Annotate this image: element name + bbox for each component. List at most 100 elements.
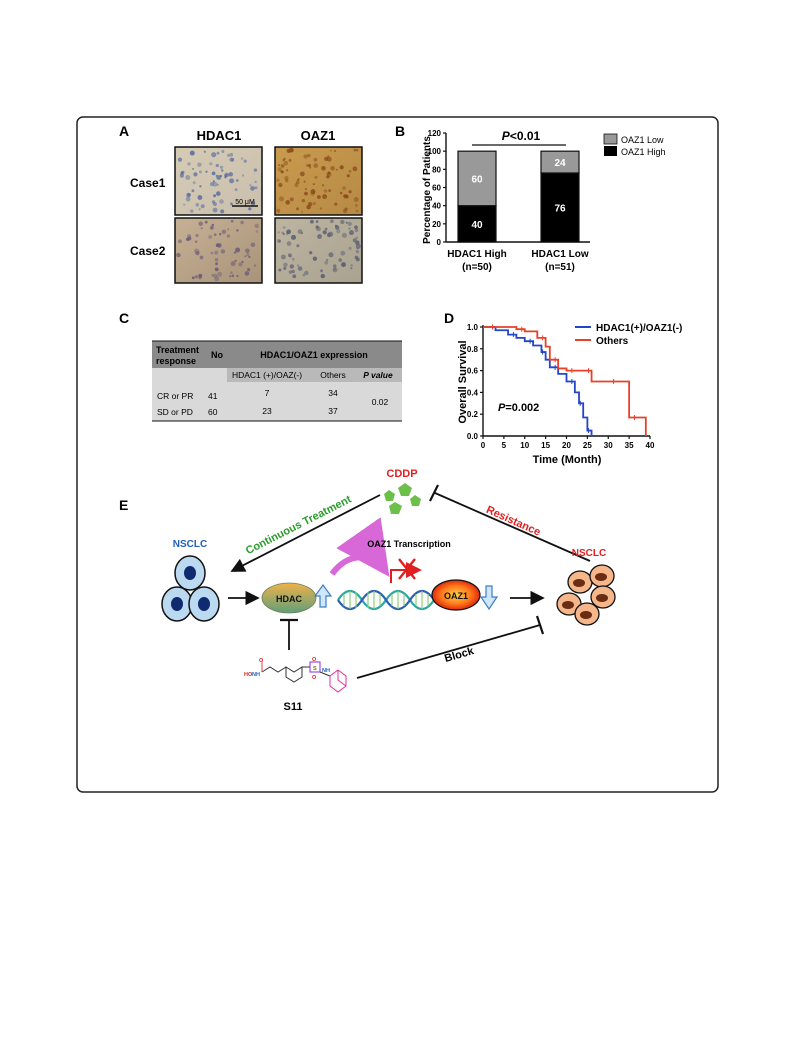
ihc-nucleus [313, 157, 318, 162]
ihc-nucleus [342, 186, 346, 191]
ihc-nucleus [286, 232, 289, 236]
ihc-nucleus [313, 163, 319, 168]
ihc-nucleus [234, 259, 237, 262]
ihc-nucleus [254, 180, 257, 183]
cddp-molecules-icon [384, 483, 421, 514]
ihc-nucleus [297, 266, 303, 271]
ihc-nucleus [344, 207, 348, 211]
ihc-nucleus [289, 255, 292, 258]
ihc-nucleus [230, 157, 235, 162]
ihc-nucleus [220, 209, 225, 214]
ihc-nucleus [230, 219, 234, 223]
up-arrow-icon [313, 583, 333, 608]
ihc-nucleus [314, 175, 318, 179]
d-y-tick-label: 0.4 [467, 388, 479, 397]
ihc-nucleus [291, 257, 295, 261]
ihc-nucleus [191, 276, 195, 280]
d-y-tick-label: 0.0 [467, 432, 479, 441]
ihc-nucleus [212, 180, 215, 183]
ihc-nucleus [183, 203, 186, 206]
ihc-nucleus [254, 223, 260, 229]
ihc-nucleus [227, 228, 230, 231]
ihc-nucleus [339, 191, 343, 195]
ihc-nucleus [317, 234, 322, 239]
ihc-nucleus [348, 170, 352, 173]
d-x-tick-label: 20 [562, 441, 571, 450]
ihc-nucleus [296, 207, 299, 211]
ihc-nucleus [283, 160, 289, 166]
nsclc-resistant-cells-icon [556, 564, 616, 626]
svg-text:S: S [313, 666, 317, 672]
s11-structure-icon [261, 661, 347, 693]
hdac-label: HDAC [276, 594, 302, 604]
s11-label: S11 [284, 701, 303, 713]
svg-text:O: O [259, 658, 264, 664]
ihc-nucleus [319, 207, 322, 210]
legend-swatch-oaz1-low [603, 133, 618, 145]
ihc-nucleus [240, 220, 244, 225]
ihc-nucleus [180, 171, 184, 175]
ihc-nucleus [353, 148, 357, 152]
ihc-nucleus [350, 267, 353, 270]
td-others-1: 34 [328, 388, 338, 398]
ihc-nucleus [297, 178, 300, 181]
ihc-nucleus [354, 225, 358, 229]
ihc-nucleus [219, 165, 224, 169]
ihc-nucleus [346, 174, 350, 178]
panel-d-pvalue: P=0.002 [498, 402, 539, 414]
ihc-nucleus [312, 183, 315, 186]
ihc-nucleus [230, 202, 233, 206]
panel-b: B Percentage of Patients 020406080100120… [395, 123, 666, 273]
b-y-tick-label: 60 [432, 184, 441, 193]
ihc-nucleus [234, 188, 238, 192]
ihc-nucleus [277, 164, 281, 167]
panel-c: C Treatment response No HDAC1/OAZ1 expre… [119, 310, 402, 422]
ihc-nucleus [352, 166, 358, 172]
ihc-nucleus [213, 233, 217, 237]
ihc-nucleus [332, 264, 337, 268]
b-bar-value-label: 76 [554, 203, 566, 214]
ihc-nucleus [233, 251, 237, 254]
ihc-nucleus [246, 253, 250, 257]
ihc-nucleus [277, 231, 280, 234]
ihc-nucleus [197, 162, 202, 167]
d-y-tick-label: 0.6 [467, 367, 479, 376]
ihc-nucleus [200, 204, 205, 209]
ihc-nucleus [187, 234, 192, 239]
ihc-nucleus [355, 257, 360, 262]
ihc-nucleus [324, 260, 329, 265]
ihc-nucleus [243, 159, 247, 163]
td-others-2: 37 [328, 406, 338, 416]
ihc-nucleus [300, 210, 303, 213]
ihc-nucleus [241, 174, 245, 177]
ihc-nucleus [216, 183, 219, 186]
panel-d-ylabel: Overall Survival [457, 340, 469, 423]
ihc-nucleus [198, 221, 203, 226]
ihc-nucleus [307, 164, 311, 167]
ihc-nucleus [356, 149, 359, 152]
ihc-nucleus [285, 200, 291, 205]
th-pvalue: P value [363, 370, 393, 380]
b-bar-value-label: 60 [471, 174, 483, 185]
ihc-nucleus [244, 255, 247, 258]
ihc-nucleus [213, 194, 217, 198]
ihc-nucleus [281, 231, 284, 234]
ihc-nucleus [323, 189, 328, 193]
ihc-nucleus [326, 156, 332, 162]
nsclc-right-label: NSCLC [572, 548, 606, 559]
ihc-nucleus [214, 276, 220, 282]
ihc-nucleus [322, 230, 327, 235]
ihc-nucleus [191, 189, 195, 193]
ihc-nucleus [178, 239, 182, 244]
row-label-case1: Case1 [130, 176, 166, 190]
ihc-nucleus [245, 248, 250, 254]
ihc-nuclei [176, 147, 361, 282]
ihc-nucleus [303, 180, 306, 183]
ihc-nucleus [310, 189, 316, 195]
ihc-nucleus [286, 241, 292, 246]
ihc-nucleus [211, 223, 214, 227]
ihc-nucleus [208, 235, 213, 239]
ihc-nucleus [282, 226, 286, 229]
ihc-nucleus [304, 270, 309, 276]
